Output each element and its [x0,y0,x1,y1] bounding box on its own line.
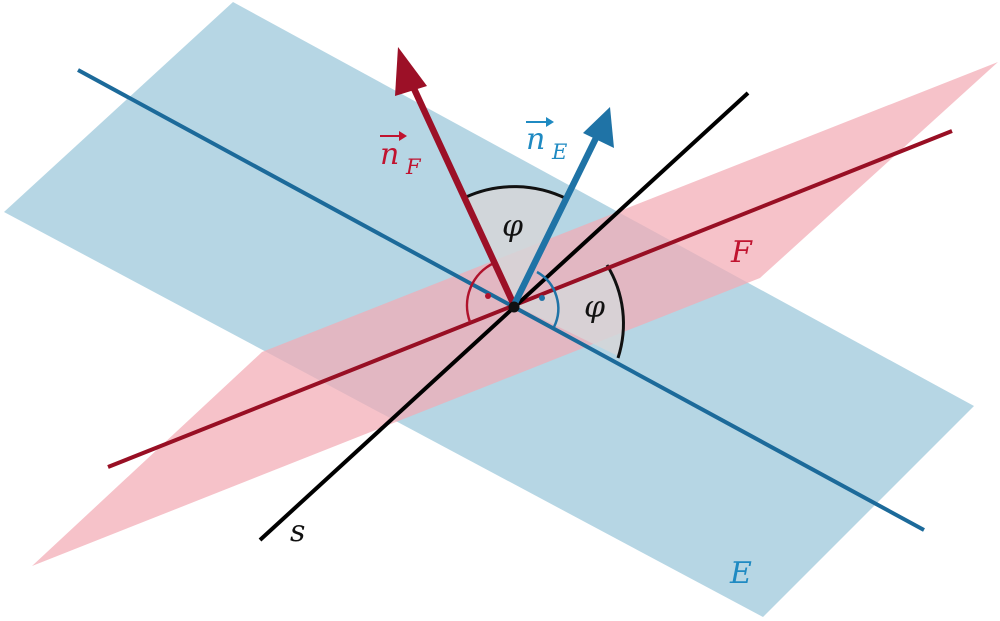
label-plane-F: F [730,235,753,270]
label-normal-E: n E [526,117,567,164]
angle-arc-normals [465,185,568,201]
angle-sector-planes [514,265,624,356]
intersection-line-s [258,91,750,542]
right-angle-dot-E [539,295,545,301]
label-line-s: s [290,514,305,549]
label-normal-F: n F [380,131,422,179]
label-phi-planes: φ [584,290,605,325]
label-normal-F-n: n [380,137,399,172]
intersection-point [508,301,520,313]
line-in-plane-F [107,129,953,469]
label-phi-normals: φ [502,209,523,244]
normal-vector-E-arrowhead [583,107,614,148]
label-normal-E-n: n [526,122,545,157]
right-angle-mark-E [536,270,560,328]
label-normal-E-sub: E [551,140,567,164]
line-in-plane-E [77,68,925,532]
normal-vector-F-arrowhead [395,47,427,96]
angle-sector-normals [466,186,567,305]
label-plane-E: E [729,556,752,591]
angle-arc-planes [605,264,625,359]
label-normal-F-sub: F [405,155,422,179]
normal-vector-E-shaft [511,136,599,307]
normal-vector-F-shaft [407,78,517,307]
right-angle-mark-F [465,261,495,323]
plane-F [32,62,998,566]
right-angle-dot-F [485,293,491,299]
